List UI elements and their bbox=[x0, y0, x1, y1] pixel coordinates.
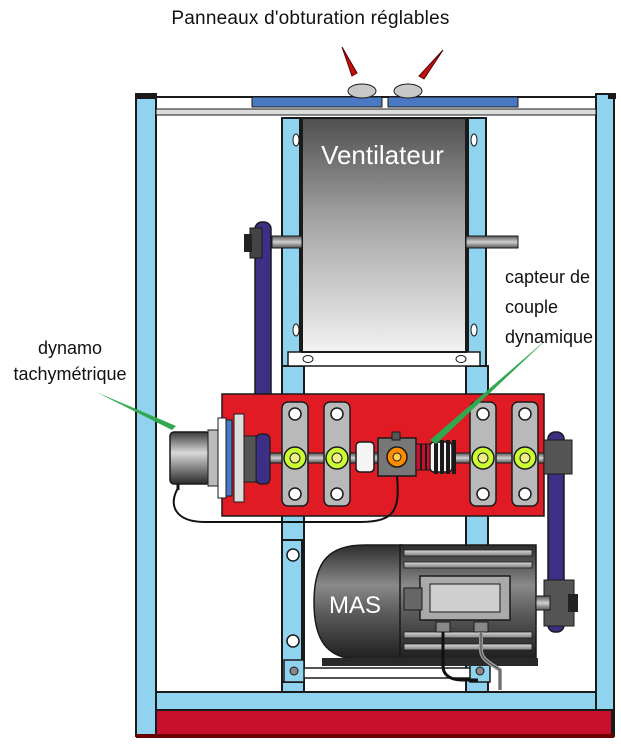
shaft-pulley-right bbox=[543, 439, 573, 475]
motor-rib bbox=[403, 631, 533, 639]
fan-pulley-hub bbox=[244, 234, 252, 252]
motor-terminal-box-cover bbox=[429, 583, 501, 613]
async-motor bbox=[313, 544, 551, 690]
leader-line-tacho-dynamo bbox=[96, 392, 176, 430]
bolt-hole bbox=[470, 323, 478, 337]
motor-ground-cable-outline bbox=[480, 632, 501, 690]
shutter-panels bbox=[251, 46, 519, 108]
motor-rib bbox=[403, 549, 533, 557]
bolt bbox=[475, 666, 485, 676]
base-plate-shadow bbox=[136, 734, 614, 738]
motor-power-cable bbox=[441, 632, 478, 682]
torque-sensor-flexible-coupling bbox=[415, 440, 456, 474]
motor-feet bbox=[322, 658, 538, 666]
base-plate bbox=[155, 709, 613, 737]
bearing-block bbox=[281, 401, 309, 507]
bolt bbox=[289, 666, 299, 676]
fan-shaft-right bbox=[465, 235, 519, 249]
shutter-knob-right bbox=[393, 83, 423, 99]
dynamo-pulley bbox=[243, 435, 257, 483]
coupling-left bbox=[355, 441, 375, 473]
tacho-dynamo-label-line-2: tachymétrique bbox=[13, 364, 127, 384]
fan-mount-plate bbox=[287, 351, 481, 367]
frame bbox=[135, 93, 616, 738]
bolt-hole bbox=[286, 634, 300, 648]
motor-belt-drive bbox=[543, 431, 578, 633]
dynamo-flange-edge bbox=[225, 419, 233, 497]
shaft-assembly bbox=[172, 393, 561, 523]
fan-shaft-left bbox=[271, 235, 303, 249]
frame-post-cap-right bbox=[608, 93, 616, 99]
cable-gland bbox=[473, 621, 489, 633]
shutter-panel-left bbox=[251, 96, 383, 108]
motor-rib bbox=[403, 643, 533, 651]
leader-line-shutter-right bbox=[418, 49, 444, 80]
dynamo-body bbox=[169, 431, 211, 485]
dynamo-collar bbox=[207, 429, 219, 487]
sensor-cable bbox=[172, 475, 399, 523]
cable-gland bbox=[435, 621, 451, 633]
bolt-hole bbox=[470, 133, 478, 147]
bolt-hole bbox=[302, 355, 314, 363]
dynamo-coupling bbox=[233, 413, 245, 503]
fan-housing bbox=[301, 117, 467, 353]
shutter-panels-label: Panneaux d'obturation réglables bbox=[171, 8, 450, 29]
bolt-hole bbox=[292, 133, 300, 147]
bolt-hole bbox=[455, 355, 467, 363]
leader-line-torque-sensor bbox=[430, 338, 548, 444]
tacho-dynamo-label: dynamo tachymétrique bbox=[0, 335, 140, 387]
tacho-dynamo bbox=[169, 413, 271, 503]
shutter-panel-right bbox=[387, 96, 519, 108]
dynamo-flange bbox=[217, 417, 227, 499]
motor-rib bbox=[403, 561, 533, 569]
tacho-dynamo-label-line-1: dynamo bbox=[37, 338, 103, 358]
bottom-rail bbox=[155, 691, 597, 711]
motor-pulley-hub bbox=[568, 594, 578, 612]
bolt-hole bbox=[286, 548, 300, 562]
drive-belt-left-lower bbox=[255, 433, 271, 485]
torque-sensor bbox=[377, 431, 417, 477]
torque-sensor-label: capteur de couple dynamique bbox=[505, 262, 621, 352]
fan-label: Ventilateur bbox=[321, 140, 444, 170]
torque-sensor-label-line-2: couple bbox=[505, 297, 559, 317]
fan bbox=[271, 117, 519, 367]
bearing-block bbox=[469, 401, 497, 507]
bolt-hole bbox=[292, 323, 300, 337]
bearing-block bbox=[323, 401, 351, 507]
frame-post-cap-left bbox=[136, 93, 156, 99]
motor-label: MAS bbox=[328, 592, 381, 619]
torque-sensor-label-line-1: capteur de bbox=[505, 267, 591, 287]
leader-line-shutter-left bbox=[341, 46, 358, 77]
top-rail-lower bbox=[155, 108, 597, 116]
torque-sensor-label-line-3: dynamique bbox=[505, 327, 594, 347]
motor-terminal-stub bbox=[403, 587, 423, 611]
shutter-knob-left bbox=[347, 83, 377, 99]
bearing-block bbox=[511, 401, 539, 507]
frame-right-post bbox=[595, 93, 615, 737]
motor-shaft bbox=[535, 595, 551, 611]
